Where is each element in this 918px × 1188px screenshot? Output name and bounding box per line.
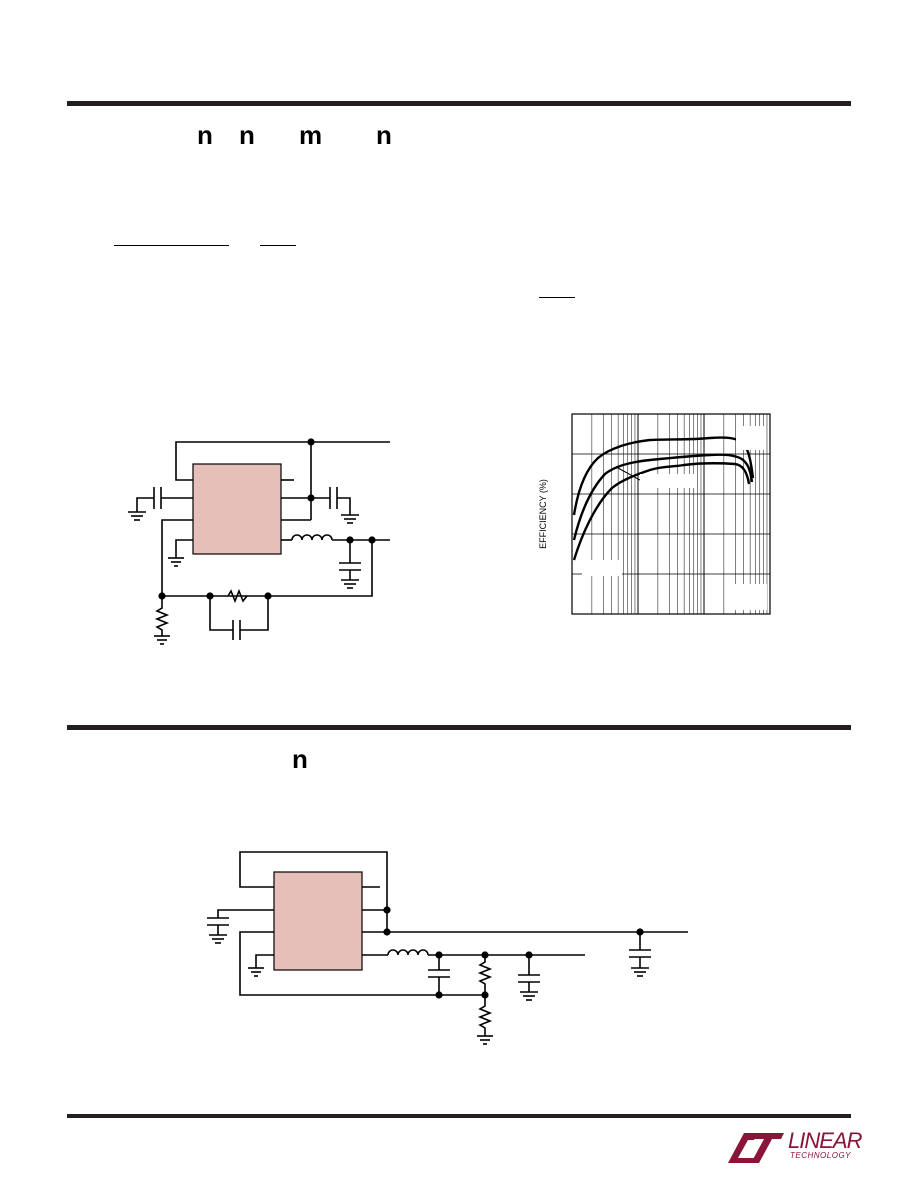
header-glyph-4: n <box>376 120 392 150</box>
ic-chip-2 <box>273 871 363 971</box>
section2-glyph: n <box>292 744 308 774</box>
top-rule <box>67 101 851 106</box>
ic-chip-1 <box>192 463 282 555</box>
header-glyph-3: m <box>299 120 323 150</box>
bottom-rule <box>67 1114 851 1118</box>
header-glyph-1: n <box>197 120 213 150</box>
lt-logo-icon <box>728 1133 784 1163</box>
efficiency-curve-2 <box>572 453 754 541</box>
logo-sub: TECHNOLOGY <box>790 1151 852 1160</box>
overline-bar-3 <box>539 297 575 298</box>
middle-rule <box>67 725 851 730</box>
overline-bar-1 <box>114 245 229 246</box>
logo-brand: LINEAR <box>788 1128 862 1153</box>
header-glyph-2: n <box>239 120 255 150</box>
efficiency-curve-3 <box>572 462 751 561</box>
overline-bar-2 <box>260 245 296 246</box>
curve-pointer <box>617 467 641 481</box>
